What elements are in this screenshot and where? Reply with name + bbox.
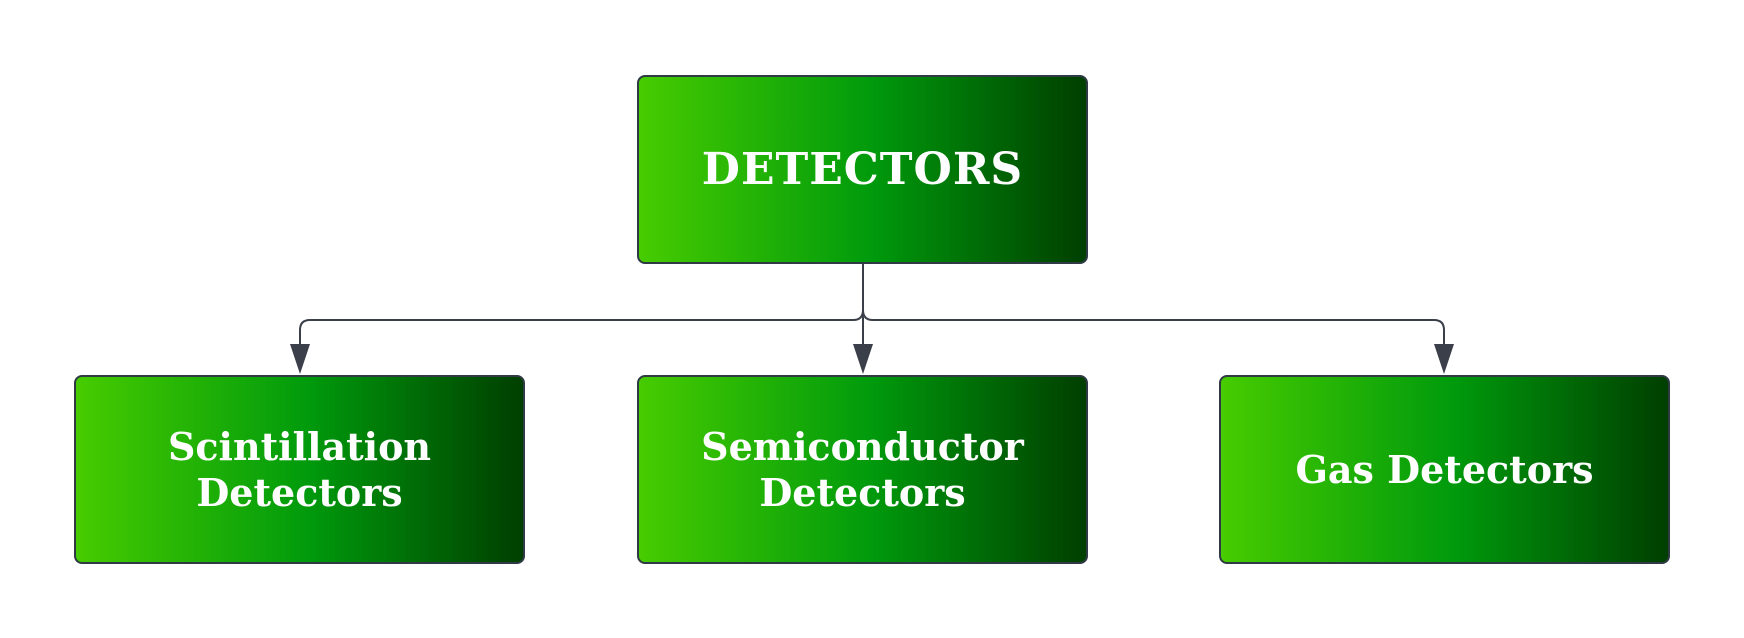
arrowhead-scintillation: [290, 344, 310, 374]
arrowhead-gas: [1434, 344, 1454, 374]
node-semiconductor-label-line1: Semiconductor: [701, 423, 1024, 469]
node-detectors-label: DETECTORS: [701, 144, 1024, 195]
node-gas-detectors: Gas Detectors: [1219, 375, 1670, 564]
node-semiconductor-label-line2: Detectors: [759, 469, 966, 515]
connector-to-gas: [862, 309, 1445, 344]
node-scintillation-detectors: Scintillation Detectors: [74, 375, 525, 564]
node-scintillation-label-line2: Detectors: [196, 469, 403, 515]
node-detectors: DETECTORS: [637, 75, 1088, 264]
node-gas-label: Gas Detectors: [1295, 446, 1594, 492]
connector-to-scintillation: [299, 309, 864, 344]
arrowhead-semiconductor: [853, 344, 873, 374]
node-scintillation-label-line1: Scintillation: [167, 423, 432, 469]
node-semiconductor-detectors: Semiconductor Detectors: [637, 375, 1088, 564]
